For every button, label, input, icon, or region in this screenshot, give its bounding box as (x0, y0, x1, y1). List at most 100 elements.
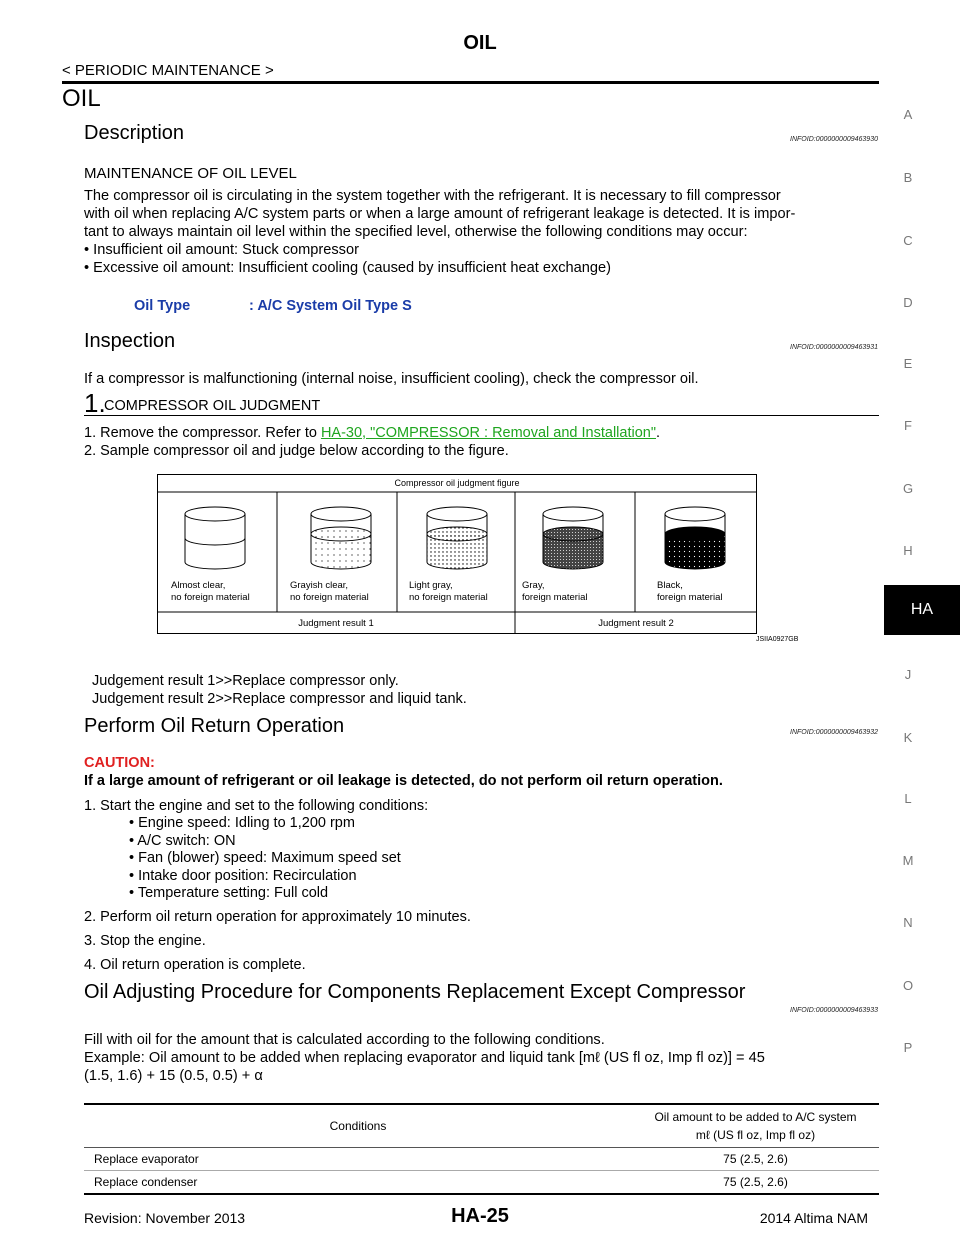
maintenance-subheading: MAINTENANCE OF OIL LEVEL (84, 165, 297, 182)
description-info-id: INFOID:0000000009463930 (790, 136, 878, 143)
sidebar-letter-l[interactable]: L (904, 791, 912, 806)
sample-1-line1: Almost clear, (171, 580, 225, 591)
sample-1-line2: no foreign material (171, 592, 250, 603)
sidebar-letter-d[interactable]: D (903, 295, 913, 310)
item1-prefix: 1. Remove the compressor. Refer to (84, 425, 321, 441)
description-line: • Insufficient oil amount: Stuck compres… (84, 242, 359, 258)
header-conditions: Conditions (84, 1105, 632, 1148)
sidebar-letter-e[interactable]: E (903, 356, 913, 371)
jar-gray (542, 506, 604, 570)
judgement-1: Judgement result 1>>Replace compressor o… (92, 673, 399, 689)
sidebar-letter-c[interactable]: C (903, 233, 913, 248)
sample-3-line1: Light gray, (409, 580, 453, 591)
sidebar-tab-ha-active[interactable]: HA (884, 585, 960, 635)
section-title: OIL (62, 85, 101, 112)
jar-black (664, 506, 726, 570)
sidebar-letter-p[interactable]: P (903, 1040, 913, 1055)
sidebar-letter-k[interactable]: K (903, 730, 913, 745)
sidebar-letter-f[interactable]: F (904, 418, 912, 433)
sample-5-line1: Black, (657, 580, 683, 591)
sample-4-line2: foreign material (522, 592, 587, 603)
oil-return-heading: Perform Oil Return Operation (84, 715, 345, 737)
description-line: tant to always maintain oil level within… (84, 224, 748, 240)
sidebar-letter-o[interactable]: O (902, 978, 914, 993)
inspection-item-1: 1. Remove the compressor. Refer to HA-30… (84, 424, 660, 442)
condition-item: • Temperature setting: Full cold (129, 885, 329, 901)
sidebar-letter-a[interactable]: A (903, 107, 913, 122)
footer-page-number: HA-25 (451, 1205, 509, 1227)
judgment-result-1-label: Judgment result 1 (298, 618, 374, 629)
judgment-result-2-label: Judgment result 2 (598, 618, 674, 629)
figure-code: JSIIA0927GB (756, 636, 799, 643)
description-body: The compressor oil is circulating in the… (84, 187, 879, 277)
inspection-heading: Inspection (84, 330, 176, 352)
step-title: COMPRESSOR OIL JUDGMENT (104, 398, 321, 414)
footer-model: 2014 Altima NAM (759, 1210, 868, 1226)
inspection-item-2: 2. Sample compressor oil and judge below… (84, 443, 509, 459)
adjusting-line: Fill with oil for the amount that is cal… (84, 1032, 605, 1048)
oil-type-value: : A/C System Oil Type S (249, 298, 412, 314)
condition-item: • A/C switch: ON (129, 832, 236, 849)
page-title: OIL (463, 32, 497, 54)
sample-2-line1: Grayish clear, (290, 580, 348, 591)
table-header-row: Conditions Oil amount to be added to A/C… (84, 1105, 879, 1148)
jar-almost-clear (184, 506, 246, 570)
row-condition: Replace condenser (84, 1170, 632, 1195)
removal-installation-link[interactable]: HA-30, "COMPRESSOR : Removal and Install… (320, 425, 656, 441)
table-row: Replace evaporator 75 (2.5, 2.6) (84, 1147, 879, 1171)
oil-return-step-4: 4. Oil return operation is complete. (84, 957, 306, 973)
oil-return-step-2: 2. Perform oil return operation for appr… (84, 909, 471, 925)
table-row: Replace condenser 75 (2.5, 2.6) (84, 1170, 879, 1195)
sample-2-line2: no foreign material (290, 592, 369, 603)
condition-item: • Fan (blower) speed: Maximum speed set (129, 850, 401, 866)
caution-text: If a large amount of refrigerant or oil … (84, 773, 723, 789)
figure-title: Compressor oil judgment figure (394, 478, 519, 488)
description-line: • Excessive oil amount: Insufficient coo… (84, 260, 611, 276)
row-amount: 75 (2.5, 2.6) (632, 1170, 879, 1195)
oil-type-spec: Oil Type : A/C System Oil Type S (134, 298, 412, 314)
oil-amount-table: Conditions Oil amount to be added to A/C… (84, 1103, 879, 1195)
step-number: 1. (84, 388, 106, 418)
header-oil-amount: Oil amount to be added to A/C system mℓ … (632, 1105, 879, 1148)
oil-adjusting-info-id: INFOID:0000000009463933 (790, 1007, 878, 1014)
sidebar-letter-h[interactable]: H (903, 543, 913, 558)
oil-adjusting-heading: Oil Adjusting Procedure for Components R… (84, 981, 746, 1003)
sidebar-letter-b[interactable]: B (903, 170, 913, 185)
oil-judgment-figure: Compressor oil judgment figure Almost cl… (157, 474, 757, 634)
oil-return-step-1: 1. Start the engine and set to the follo… (84, 798, 429, 814)
condition-item: • Engine speed: Idling to 1,200 rpm (129, 815, 355, 831)
condition-list: • Engine speed: Idling to 1,200 rpm • A/… (129, 815, 401, 903)
oil-type-label: Oil Type (134, 298, 191, 314)
row-amount: 75 (2.5, 2.6) (632, 1147, 879, 1171)
footer-revision: Revision: November 2013 (84, 1210, 246, 1226)
header-oil-amount-line1: Oil amount to be added to A/C system (654, 1110, 857, 1124)
adjusting-line: Example: Oil amount to be added when rep… (84, 1050, 765, 1066)
item1-suffix: . (656, 425, 661, 441)
sidebar-letter-n[interactable]: N (903, 915, 913, 930)
sidebar-letter-j[interactable]: J (904, 667, 912, 682)
row-condition: Replace evaporator (84, 1147, 632, 1171)
oil-adjusting-body: Fill with oil for the amount that is cal… (84, 1031, 879, 1085)
oil-return-info-id: INFOID:0000000009463932 (790, 729, 878, 736)
description-line: The compressor oil is circulating in the… (84, 188, 781, 204)
condition-item: • Intake door position: Recirculation (129, 867, 357, 884)
adjusting-line: (1.5, 1.6) + 15 (0.5, 0.5) + α (84, 1068, 263, 1084)
step-rule (84, 415, 879, 416)
header-rule (62, 81, 879, 84)
description-line: with oil when replacing A/C system parts… (84, 206, 796, 222)
sample-4-line1: Gray, (522, 580, 545, 591)
inspection-info-id: INFOID:0000000009463931 (790, 344, 878, 351)
description-heading: Description (84, 122, 185, 144)
jar-grayish-clear (310, 506, 372, 570)
header-oil-amount-line2: mℓ (US fl oz, Imp fl oz) (695, 1128, 816, 1142)
jar-light-gray (426, 506, 488, 570)
judgement-2: Judgement result 2>>Replace compressor a… (92, 691, 467, 707)
breadcrumb: < PERIODIC MAINTENANCE > (62, 62, 274, 79)
sample-5-line2: foreign material (657, 592, 722, 603)
caution-label: CAUTION: (84, 755, 155, 771)
sample-3-line2: no foreign material (409, 592, 488, 603)
inspection-intro: If a compressor is malfunctioning (inter… (84, 371, 699, 387)
oil-return-step-3: 3. Stop the engine. (84, 933, 206, 949)
sidebar-letter-m[interactable]: M (902, 853, 914, 868)
sidebar-letter-g[interactable]: G (902, 481, 914, 496)
